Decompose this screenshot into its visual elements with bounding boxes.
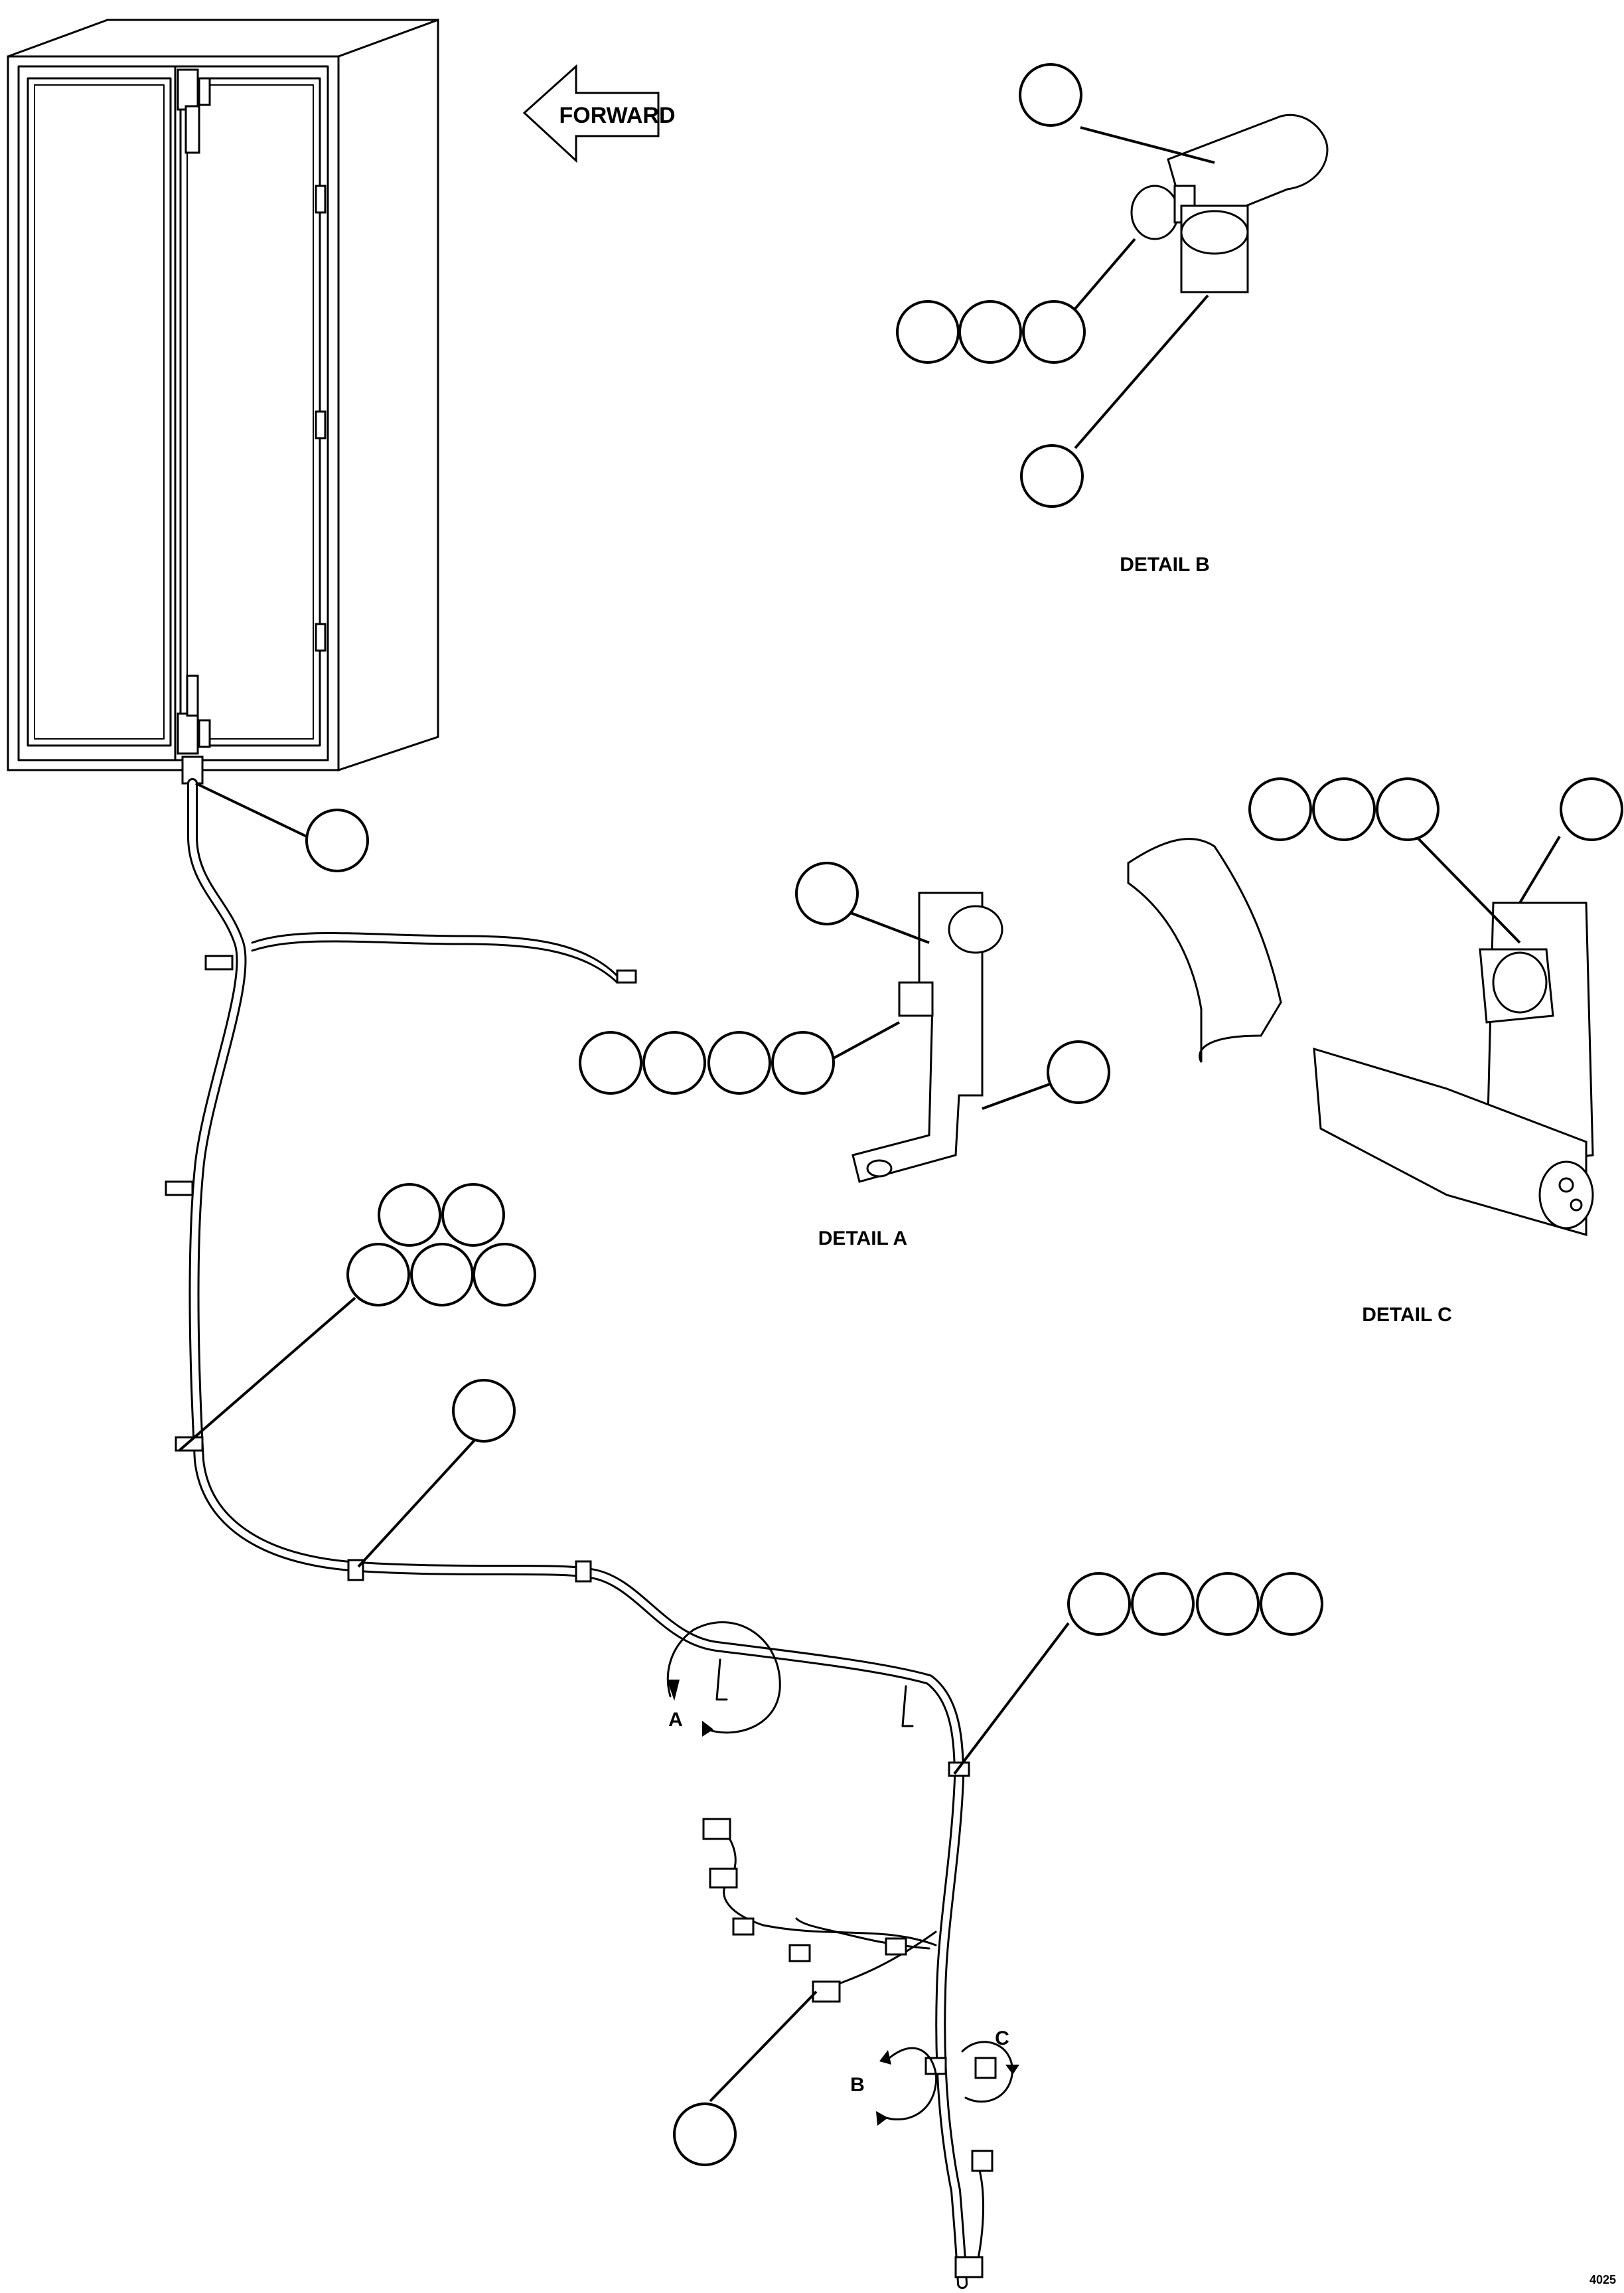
callout-bubble: [1560, 777, 1623, 841]
svg-text:C: C: [995, 2027, 1009, 2049]
detail-marker-b: B: [850, 2047, 938, 2126]
svg-text:DETAIL B: DETAIL B: [1120, 554, 1210, 576]
callout-bubble: [441, 1183, 505, 1247]
clamp-2: [165, 1180, 194, 1196]
connector-8: [954, 2256, 984, 2278]
forward-arrow: FORWARD: [522, 64, 676, 163]
connector-5: [812, 1980, 841, 2003]
callout-leaders: [178, 126, 1561, 2102]
callout-bubble: [1196, 1572, 1260, 1636]
svg-text:DETAIL C: DETAIL C: [1362, 1304, 1452, 1326]
callout-bubble: [378, 1183, 441, 1247]
connector-6: [702, 1818, 731, 1840]
detail-c: DETAIL C: [1127, 838, 1594, 1326]
figure-code: 4025: [1589, 2273, 1616, 2286]
callout-bubble: [1020, 444, 1084, 508]
connector-2: [732, 1917, 755, 1936]
svg-text:DETAIL A: DETAIL A: [818, 1227, 907, 1249]
callout-bubble: [346, 1243, 410, 1306]
cabinet: [7, 18, 439, 785]
callout-bubble: [1067, 1572, 1131, 1636]
callout-bubble: [896, 300, 960, 364]
svg-text:B: B: [850, 2074, 865, 2096]
callout-bubble: [1022, 300, 1086, 364]
callout-bubble: [1376, 777, 1439, 841]
callout-bubble: [452, 1379, 516, 1443]
connector-7: [971, 2150, 994, 2172]
detail-marker-a: A: [666, 1621, 781, 1737]
detail-marker-c: C: [961, 2027, 1019, 2103]
connector-1: [709, 1867, 738, 1889]
callout-bubble: [1047, 1040, 1110, 1104]
detail-a: DETAIL A: [818, 892, 1003, 1249]
callout-bubble: [771, 1031, 835, 1095]
main-harness: [165, 778, 997, 2289]
clamp-5: [575, 1560, 592, 1583]
svg-text:A: A: [668, 1709, 683, 1731]
callout-circles: [305, 63, 1623, 2166]
callout-bubble: [707, 1031, 771, 1095]
callout-bubble: [958, 300, 1022, 364]
top-latch: [177, 68, 211, 154]
callout-bubble: [1312, 777, 1376, 841]
detail-b: DETAIL B: [1120, 114, 1329, 576]
connector-3: [788, 1944, 811, 1962]
callout-bubble: [1260, 1572, 1323, 1636]
callout-bubble: [305, 809, 369, 872]
callout-bubble: [673, 2102, 737, 2166]
forward-label: FORWARD: [559, 103, 675, 128]
clamp-1: [204, 955, 234, 971]
callout-bubble: [1019, 63, 1082, 127]
connector-4: [885, 1937, 907, 1956]
callout-bubble: [473, 1243, 536, 1306]
callout-bubble: [795, 862, 859, 925]
callout-bubble: [1248, 777, 1312, 841]
clamp-8: [974, 2057, 997, 2079]
bottom-latch: [177, 674, 211, 755]
callout-bubble: [579, 1031, 642, 1095]
callout-bubble: [410, 1243, 474, 1306]
callout-bubble: [642, 1031, 706, 1095]
callout-bubble: [1131, 1572, 1195, 1636]
